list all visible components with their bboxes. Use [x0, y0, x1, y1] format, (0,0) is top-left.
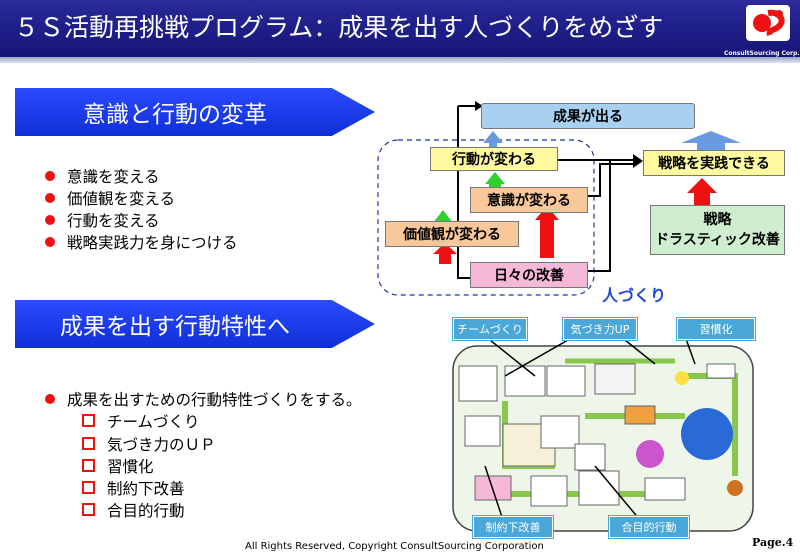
sub-item: 制約下改善	[82, 477, 185, 499]
square-bullet-icon	[82, 459, 95, 472]
section2-banner: 成果を出す行動特性へ	[15, 300, 375, 348]
sub-item: チームづくり	[82, 410, 200, 432]
section1-banner: 意識と行動の変革	[15, 88, 375, 136]
bullet-dot-icon	[45, 171, 55, 181]
result-box: 成果が出る	[481, 103, 695, 129]
bullet-item: 価値観を変える	[45, 187, 175, 209]
title-underline	[0, 57, 800, 63]
bullet-item: 意識を変える	[45, 165, 160, 187]
behavior-box: 行動が変わる	[430, 147, 558, 171]
bullet-dot-icon	[45, 394, 55, 404]
slide-title: ５Ｓ活動再挑戦プログラム：成果を出す人づくりをめざす	[14, 13, 664, 42]
bullet-item: 戦略実践力を身につける	[45, 231, 238, 253]
square-bullet-icon	[82, 481, 95, 494]
values-box: 価値観が変わる	[385, 221, 519, 247]
awareness-box: 意識が変わる	[470, 187, 588, 213]
tag-awareness-up: 気づき力UP	[563, 318, 637, 340]
bullet-item: 行動を変える	[45, 209, 160, 231]
strategy-box: 戦略 ドラスティック改善	[650, 205, 785, 255]
strategy-execution-box: 戦略を実践できる	[643, 150, 785, 176]
people-development-label: 人づくり	[602, 286, 667, 305]
page-number: Page.4	[752, 536, 794, 549]
bullet-dot-icon	[45, 193, 55, 203]
tag-purposeful-action: 合目的行動	[609, 516, 689, 538]
tag-teamwork: チームづくり	[453, 318, 527, 340]
square-bullet-icon	[82, 437, 95, 450]
bullet-item: 成果を出すための行動特性づくりをする。	[45, 388, 362, 410]
tag-constraint-improvement: 制約下改善	[473, 516, 553, 538]
logo-caption: ConsultSourcing Corp.	[724, 50, 800, 57]
daily-improvement-box: 日々の改善	[470, 262, 588, 288]
bullet-dot-icon	[45, 237, 55, 247]
change-diagram: 成果が出る 行動が変わる 意識が変わる 価値観が変わる 日々の改善 戦略を実践で…	[375, 98, 795, 308]
activity-collage	[452, 335, 754, 532]
square-bullet-icon	[82, 503, 95, 516]
sub-item: 習慣化	[82, 455, 154, 477]
activity-diagram: チームづくり 気づき力UP 習慣化 制約下改善 合目的行動	[445, 316, 763, 538]
tag-habit: 習慣化	[677, 318, 755, 340]
square-bullet-icon	[82, 414, 95, 427]
sub-item: 合目的行動	[82, 499, 185, 521]
bullet-dot-icon	[45, 215, 55, 225]
sub-item: 気づき力のＵＰ	[82, 433, 216, 455]
company-logo	[746, 5, 790, 41]
title-bar	[0, 0, 800, 57]
section2-list: 成果を出すための行動特性づくりをする。 チームづくり 気づき力のＵＰ 習慣化 制…	[45, 388, 375, 528]
copyright-text: All Rights Reserved, Copyright ConsultSo…	[245, 541, 544, 552]
